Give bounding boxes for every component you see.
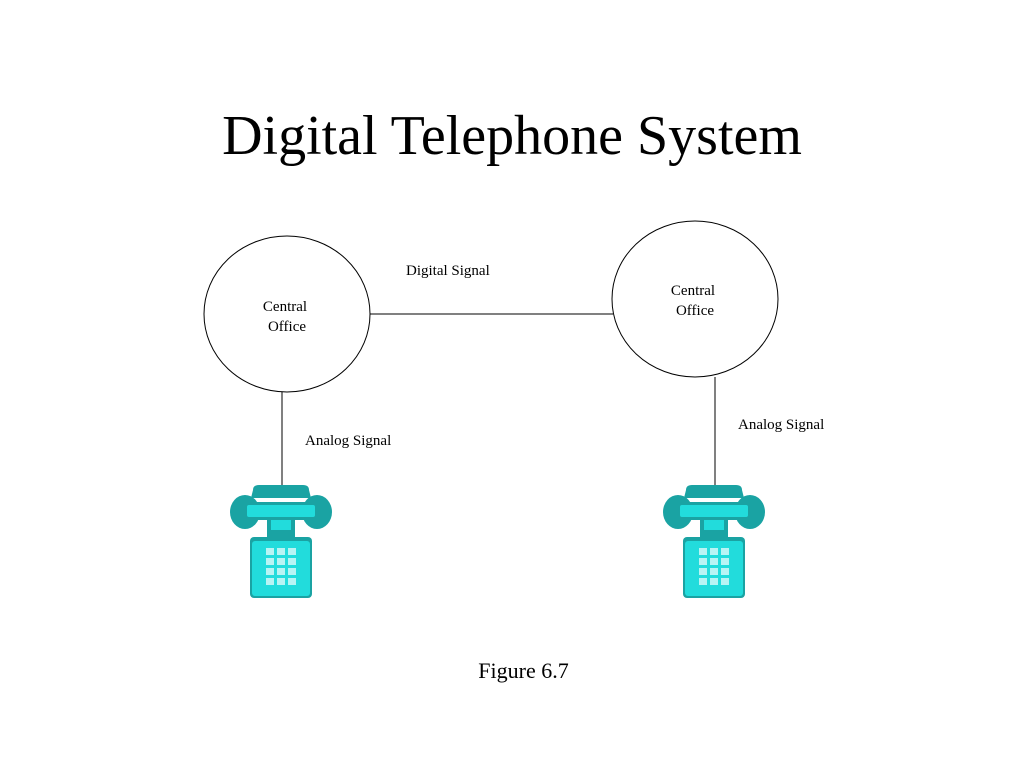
central-office-left: Central Office bbox=[203, 235, 371, 393]
telephone-icon bbox=[663, 485, 765, 598]
central-office-right-circle bbox=[611, 220, 779, 378]
right-analog-signal-label: Analog Signal bbox=[738, 417, 824, 433]
central-office-left-label-line2: Office bbox=[268, 319, 306, 335]
central-office-right: Central Office bbox=[611, 220, 779, 378]
central-office-left-circle bbox=[203, 235, 371, 393]
slide-title: Digital Telephone System bbox=[222, 105, 802, 167]
figure-caption: Figure 6.7 bbox=[478, 658, 569, 683]
central-office-left-label-line1: Central bbox=[263, 299, 307, 315]
telephone-icon bbox=[230, 485, 332, 598]
central-office-right-label-line2: Office bbox=[676, 303, 714, 319]
central-office-right-label-line1: Central bbox=[671, 283, 715, 299]
left-analog-signal-label: Analog Signal bbox=[305, 433, 391, 449]
digital-signal-label: Digital Signal bbox=[406, 263, 490, 279]
